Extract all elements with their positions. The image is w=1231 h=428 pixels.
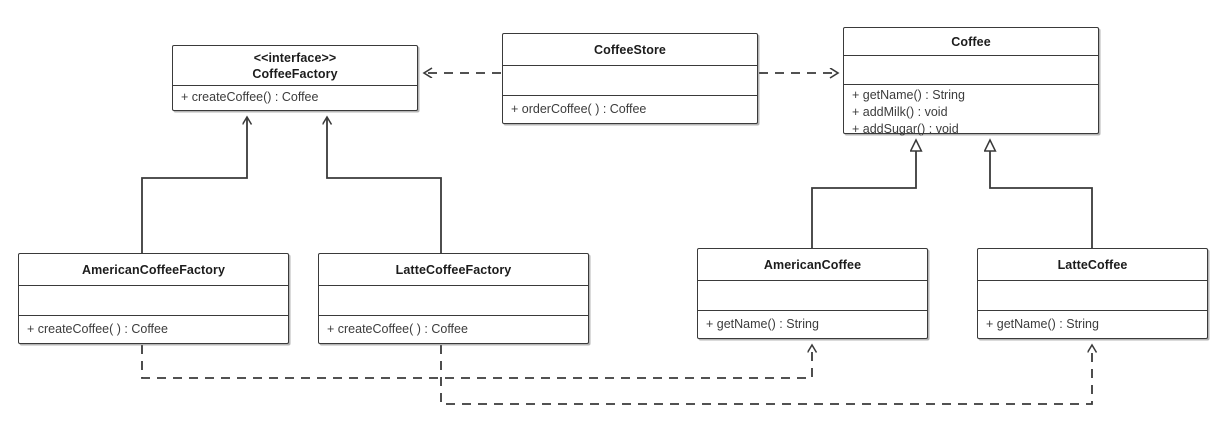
- method-item: + orderCoffee( ) : Coffee: [511, 102, 647, 116]
- methods-compartment: + orderCoffee( ) : Coffee: [503, 96, 757, 125]
- class-header-latte-coffee: LatteCoffee: [978, 249, 1207, 280]
- edge-americancoffee-extends: [811, 140, 916, 248]
- class-name-label: AmericanCoffee: [763, 257, 862, 272]
- compartment-divider: [978, 280, 1207, 281]
- edge-lattecoffee-extends: [990, 140, 1093, 248]
- class-box-coffee-store[interactable]: CoffeeStore + orderCoffee( ) : Coffee: [502, 33, 758, 124]
- attributes-compartment: [319, 286, 588, 315]
- attributes-compartment: [503, 66, 757, 95]
- class-header-coffee-store: CoffeeStore: [503, 34, 757, 65]
- edge-lattefactory-creates: [440, 345, 1092, 405]
- method-item: + createCoffee( ) : Coffee: [27, 322, 168, 336]
- class-box-coffee-factory[interactable]: <<interface>> CoffeeFactory + createCoff…: [172, 45, 418, 111]
- compartment-divider: [19, 315, 288, 316]
- class-box-coffee[interactable]: Coffee + getName() : String + addMilk() …: [843, 27, 1099, 136]
- attributes-compartment: [698, 281, 927, 310]
- class-header-coffee-factory: <<interface>> CoffeeFactory: [173, 46, 417, 85]
- method-item: + getName() : String: [852, 88, 965, 102]
- methods-compartment: + createCoffee( ) : Coffee: [319, 316, 588, 345]
- compartment-divider: [844, 55, 1098, 56]
- class-box-latte-coffee-factory[interactable]: LatteCoffeeFactory + createCoffee( ) : C…: [318, 253, 589, 344]
- attributes-compartment: [844, 56, 1098, 84]
- edge-lattefactory-implements: [327, 117, 442, 253]
- compartment-divider: [319, 285, 588, 286]
- class-name-label: Coffee: [951, 34, 991, 49]
- compartment-divider: [19, 285, 288, 286]
- compartment-divider: [698, 310, 927, 311]
- class-box-latte-coffee[interactable]: LatteCoffee + getName() : String: [977, 248, 1208, 339]
- compartment-divider: [698, 280, 927, 281]
- compartment-divider: [173, 85, 417, 86]
- compartment-divider: [503, 65, 757, 66]
- attributes-compartment: [978, 281, 1207, 310]
- method-item: + addMilk() : void: [852, 105, 948, 119]
- compartment-divider: [319, 315, 588, 316]
- compartment-divider: [844, 84, 1098, 85]
- method-item: + createCoffee() : Coffee: [181, 90, 319, 104]
- methods-compartment: + getName() : String: [978, 311, 1207, 340]
- compartment-divider: [978, 310, 1207, 311]
- class-header-american-coffee: AmericanCoffee: [698, 249, 927, 280]
- method-item: + createCoffee( ) : Coffee: [327, 322, 468, 336]
- method-item: + addSugar() : void: [852, 122, 959, 136]
- methods-compartment: + getName() : String: [698, 311, 927, 340]
- class-name-label: AmericanCoffeeFactory: [81, 262, 226, 277]
- class-name-label: LatteCoffee: [1057, 257, 1128, 272]
- methods-compartment: + getName() : String + addMilk() : void …: [844, 85, 1098, 136]
- attributes-compartment: [19, 286, 288, 315]
- methods-compartment: + createCoffee( ) : Coffee: [19, 316, 288, 345]
- class-header-latte-coffee-factory: LatteCoffeeFactory: [319, 254, 588, 285]
- class-box-american-coffee-factory[interactable]: AmericanCoffeeFactory + createCoffee( ) …: [18, 253, 289, 344]
- class-box-american-coffee[interactable]: AmericanCoffee + getName() : String: [697, 248, 928, 339]
- class-name-label: CoffeeStore: [594, 42, 666, 57]
- edge-americanfactory-implements: [141, 117, 247, 253]
- stereotype-label: <<interface>>: [253, 51, 337, 65]
- class-name-label: CoffeeFactory: [252, 67, 338, 81]
- method-item: + getName() : String: [986, 317, 1099, 331]
- compartment-divider: [503, 95, 757, 96]
- class-header-coffee: Coffee: [844, 28, 1098, 55]
- class-name-label: LatteCoffeeFactory: [395, 262, 512, 277]
- edge-americanfactory-creates: [141, 345, 812, 379]
- methods-compartment: + createCoffee() : Coffee: [173, 86, 417, 111]
- class-header-american-coffee-factory: AmericanCoffeeFactory: [19, 254, 288, 285]
- method-item: + getName() : String: [706, 317, 819, 331]
